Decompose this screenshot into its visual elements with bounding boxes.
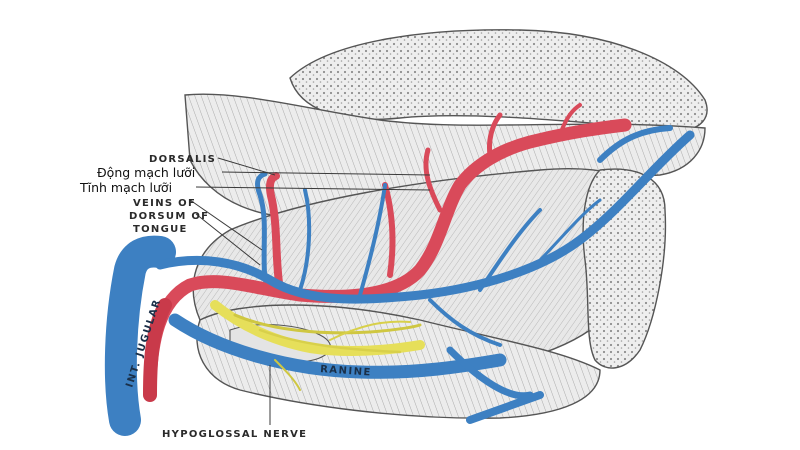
artery-branch-4 <box>487 112 503 158</box>
lingual-vein-group <box>104 125 695 436</box>
sublingual-vein-extension <box>446 346 534 400</box>
hypoglossal-nerve <box>210 300 425 391</box>
label-tongue: TONGUE <box>133 224 188 235</box>
vein-of-dorsum-3 <box>358 183 387 297</box>
label-veins-of: VEINS OF <box>133 198 196 209</box>
vein-top-branch <box>597 125 673 163</box>
artery-branch-2 <box>382 182 396 278</box>
external-carotid-artery <box>143 298 172 402</box>
leader-lines <box>189 157 431 425</box>
leader-veins-dorsum-2 <box>195 213 261 266</box>
dorsal-lingual-artery-branch <box>265 172 284 294</box>
label-lingual-artery-vi: Động mạch lưỡi <box>97 165 195 180</box>
artery-branch-5 <box>558 103 582 137</box>
lingual-artery-group <box>143 103 632 402</box>
label-hypoglossal-nerve: HYPOGLOSSAL NERVE <box>162 429 307 440</box>
label-lingual-vein-vi: Tĩnh mạch lưỡi <box>79 180 172 195</box>
vein-branch-deep-2 <box>538 198 602 262</box>
label-ranine: RANINE <box>320 364 372 379</box>
vein-of-dorsum-2 <box>298 188 312 292</box>
vein-of-dorsum-1 <box>255 171 268 283</box>
leader-artery-vi <box>221 171 431 176</box>
internal-jugular-vein <box>104 235 176 436</box>
lingual-artery <box>143 118 632 402</box>
tongue-dorsum <box>289 29 708 131</box>
label-dorsum-of: DORSUM OF <box>129 211 209 222</box>
vein-stub <box>466 391 544 424</box>
leader-veins-dorsum <box>189 199 263 251</box>
leader-vein-vi <box>195 186 431 191</box>
vein-branch-deep-1 <box>478 208 542 292</box>
vein-branch-deep-3 <box>428 298 502 347</box>
dorsal-lingual-vein <box>155 130 695 304</box>
label-dorsalis: DORSALIS <box>149 154 216 165</box>
artery-branch-3 <box>423 147 443 213</box>
